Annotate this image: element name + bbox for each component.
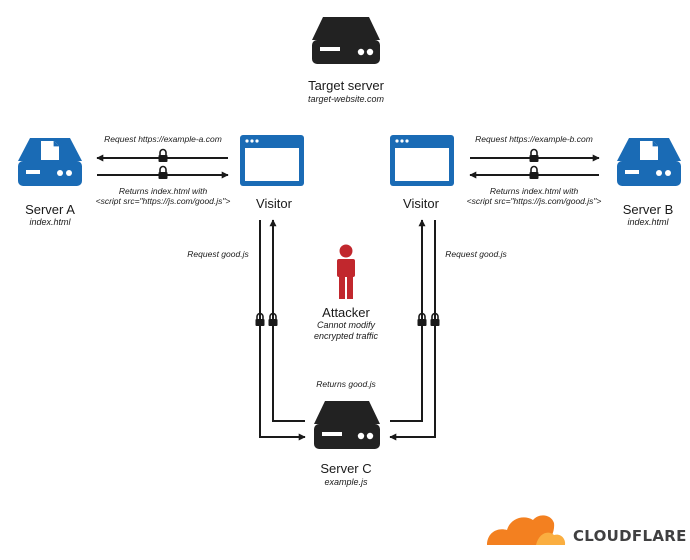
arrow-returns-good-left — [269, 219, 305, 422]
visitor-left-title: Visitor — [256, 196, 293, 211]
arrow-request-good-right — [389, 220, 436, 441]
edge-request-good-left-label: Request good.js — [187, 249, 249, 259]
visitor-right-title: Visitor — [403, 196, 440, 211]
lock-icon — [528, 148, 540, 163]
edge-returns-b-line1: Returns index.html with — [490, 186, 579, 196]
server-c-node: Server C example.js — [314, 401, 380, 487]
arrow-request-good-left — [259, 220, 306, 441]
server-c-subtitle: example.js — [324, 477, 368, 487]
target-server-title: Target server — [308, 78, 385, 93]
attacker-title: Attacker — [322, 305, 370, 320]
lock-icon — [157, 148, 169, 163]
edge-visitor-right-server-c: Request good.js — [389, 219, 507, 441]
edge-request-good-right-label: Request good.js — [445, 249, 507, 259]
server-c-title: Server C — [320, 461, 371, 476]
server-a-icon — [18, 138, 82, 186]
edge-request-b-label: Request https://example-b.com — [475, 134, 593, 144]
edge-returns-a-line1: Returns index.html with — [119, 186, 208, 196]
server-b-subtitle: index.html — [627, 217, 669, 227]
edge-visitor-left-server-c: Request good.js — [187, 219, 306, 441]
attacker-note-line2: encrypted traffic — [314, 331, 379, 341]
visitor-left-node: Visitor — [240, 135, 304, 211]
edge-request-a-label: Request https://example-a.com — [104, 134, 222, 144]
server-b-node: Server B index.html — [617, 138, 681, 227]
cloud-icon — [487, 515, 566, 546]
edge-server-b-visitor: Request https://example-b.com Returns in… — [467, 134, 602, 206]
visitor-right-node: Visitor — [390, 135, 454, 211]
attacker-person-icon — [337, 244, 355, 299]
server-a-title: Server A — [25, 202, 75, 217]
server-b-icon — [617, 138, 681, 186]
server-b-title: Server B — [623, 202, 674, 217]
cloudflare-logo: CloudFlare — [487, 515, 687, 546]
lock-icon — [157, 165, 169, 180]
target-server-node: Target server target-website.com — [308, 17, 385, 104]
target-server-subtitle: target-website.com — [308, 94, 385, 104]
arrow-returns-good-right — [390, 219, 426, 422]
server-c-icon — [314, 401, 380, 449]
attacker-node: Attacker Cannot modify encrypted traffic — [314, 244, 379, 341]
edge-server-a-visitor: Request https://example-a.com Returns in… — [96, 134, 231, 206]
server-a-subtitle: index.html — [29, 217, 71, 227]
edge-returns-good-label: Returns good.js — [316, 379, 376, 389]
browser-window-icon-right — [390, 135, 454, 186]
attacker-note-line1: Cannot modify — [317, 320, 376, 330]
target-server-icon — [312, 17, 380, 64]
lock-icon — [528, 165, 540, 180]
cloudflare-wordmark: CloudFlare — [573, 527, 687, 545]
browser-window-icon-left — [240, 135, 304, 186]
edge-returns-b-line2: <script src="https://js.com/good.js"> — [467, 196, 602, 206]
server-a-node: Server A index.html — [18, 138, 82, 227]
edge-returns-a-line2: <script src="https://js.com/good.js"> — [96, 196, 231, 206]
